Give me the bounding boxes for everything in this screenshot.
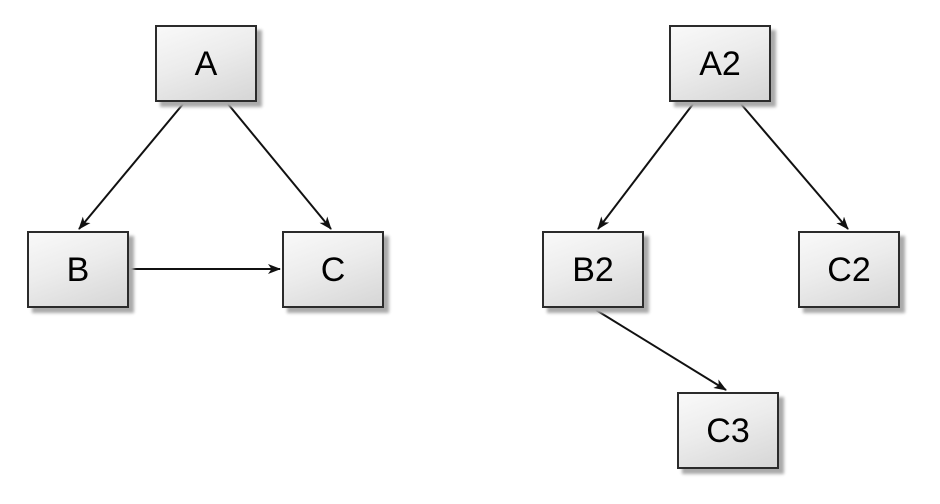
node-C2-label: C2 [827,250,871,289]
node-A2-label: A2 [699,44,741,83]
node-B[interactable]: B [27,231,129,308]
node-C[interactable]: C [282,231,384,308]
edge-A2-C2[interactable] [740,103,849,230]
node-A-label: A [194,44,218,83]
edge-B2-C3[interactable] [595,309,727,391]
node-A2[interactable]: A2 [669,25,771,102]
node-C3-label: C3 [706,411,750,450]
node-B2-label: B2 [572,250,614,289]
node-B-label: B [66,250,90,289]
edge-A-B[interactable] [78,103,184,230]
node-C3[interactable]: C3 [677,392,779,469]
node-A[interactable]: A [155,25,257,102]
node-C2[interactable]: C2 [798,231,900,308]
edge-A2-B2[interactable] [597,103,694,230]
node-B2[interactable]: B2 [542,231,644,308]
edge-A-C[interactable] [227,103,332,230]
node-C-label: C [320,250,346,289]
